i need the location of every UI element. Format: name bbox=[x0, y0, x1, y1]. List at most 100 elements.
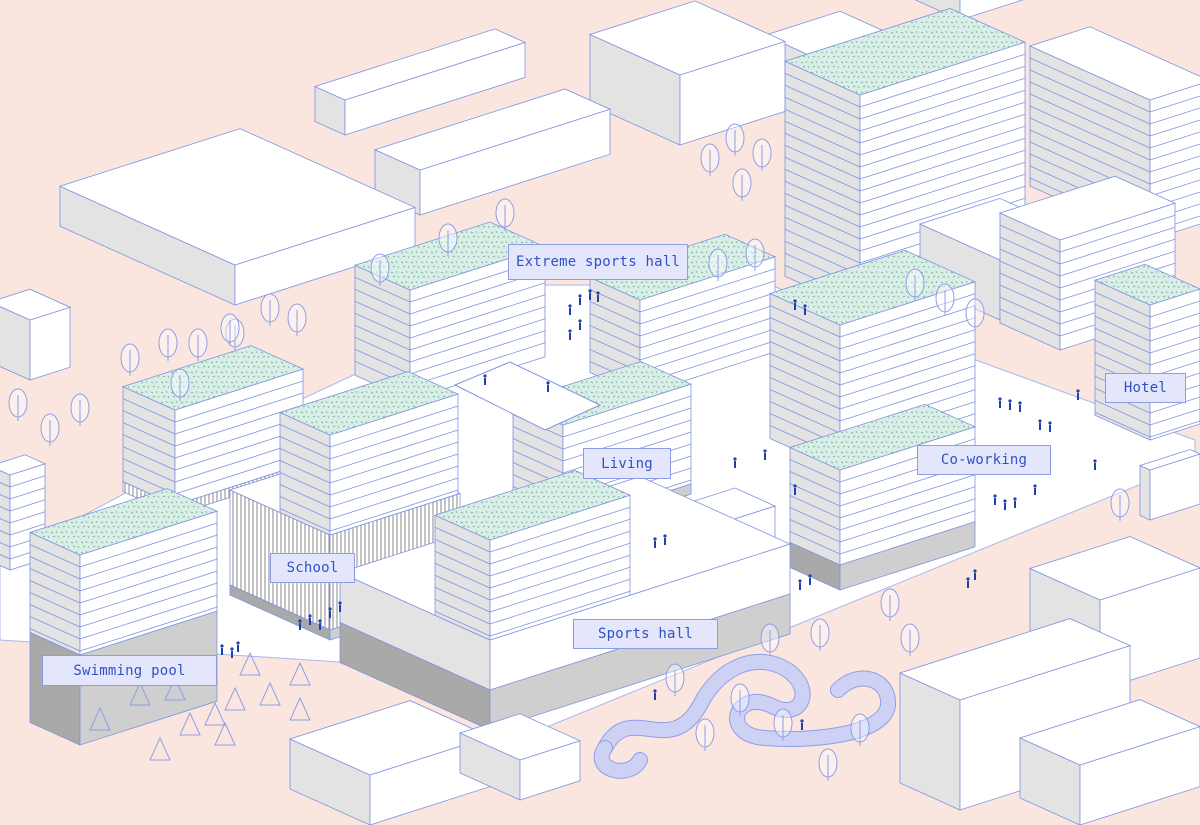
person bbox=[800, 719, 804, 730]
floor-line bbox=[639, 304, 776, 349]
floor-line bbox=[1094, 315, 1151, 342]
floor-line bbox=[29, 628, 81, 652]
floor-line bbox=[769, 377, 841, 410]
building-roof bbox=[1138, 449, 1200, 471]
winding-path bbox=[593, 653, 896, 779]
building bbox=[788, 403, 977, 591]
tree bbox=[905, 268, 925, 301]
floor-line bbox=[489, 566, 631, 613]
floor-line bbox=[279, 496, 331, 520]
floor-line bbox=[1029, 117, 1151, 173]
floor-line bbox=[1149, 155, 1200, 173]
person-head bbox=[1038, 419, 1042, 423]
tree bbox=[188, 328, 208, 361]
floor-line bbox=[279, 448, 331, 472]
person bbox=[568, 304, 572, 315]
floor-line bbox=[589, 301, 641, 325]
floor-line bbox=[1059, 226, 1176, 265]
floor-line bbox=[839, 305, 976, 350]
floor-line bbox=[1149, 119, 1200, 137]
floor-line bbox=[1059, 250, 1176, 289]
person bbox=[998, 397, 1002, 408]
floor-line bbox=[512, 426, 564, 450]
floor-line bbox=[1029, 129, 1151, 185]
floor-line bbox=[329, 429, 459, 472]
tree bbox=[810, 618, 830, 651]
floor-line bbox=[434, 586, 491, 613]
person-head bbox=[328, 607, 332, 611]
person-head bbox=[653, 689, 657, 693]
person-head bbox=[1013, 497, 1017, 501]
floor-line bbox=[789, 531, 841, 555]
floor-line bbox=[279, 508, 331, 532]
floor-line bbox=[784, 120, 861, 156]
floor-line bbox=[79, 534, 218, 580]
person bbox=[1008, 399, 1012, 410]
person bbox=[546, 381, 550, 392]
floor-line bbox=[1094, 303, 1151, 330]
floor-line bbox=[859, 89, 1026, 144]
person-head bbox=[803, 304, 807, 308]
floor-line bbox=[784, 192, 861, 228]
person-head bbox=[220, 644, 224, 648]
tree bbox=[665, 663, 685, 696]
floor-line bbox=[784, 180, 861, 216]
floor-line bbox=[859, 101, 1026, 156]
floor-line bbox=[769, 329, 841, 362]
person-head bbox=[653, 537, 657, 541]
green-roof bbox=[433, 470, 632, 541]
building-roof bbox=[0, 288, 72, 321]
conifer-tree bbox=[224, 686, 246, 711]
building bbox=[433, 470, 632, 641]
floor-line bbox=[1029, 69, 1151, 125]
floor-line bbox=[589, 325, 641, 349]
floor-line bbox=[784, 96, 861, 132]
building bbox=[1018, 699, 1200, 825]
person bbox=[236, 641, 240, 652]
floor-line bbox=[789, 507, 841, 531]
person-head bbox=[800, 719, 804, 723]
floor-line bbox=[434, 610, 491, 637]
floor-line bbox=[839, 353, 976, 398]
floor-line bbox=[789, 519, 841, 543]
floor-line bbox=[409, 294, 546, 339]
floor-line bbox=[1149, 336, 1200, 354]
person bbox=[798, 579, 802, 590]
person bbox=[328, 607, 332, 618]
floor-line bbox=[79, 558, 218, 604]
floor-line bbox=[29, 592, 81, 616]
floor-line bbox=[9, 511, 46, 524]
floor-line bbox=[769, 389, 841, 422]
building-roof bbox=[1018, 699, 1200, 766]
label-living: Living bbox=[583, 448, 671, 479]
floor-line bbox=[839, 317, 976, 362]
floor-line bbox=[839, 293, 976, 338]
label-hotel: Hotel bbox=[1105, 373, 1186, 403]
floor-line bbox=[1149, 167, 1200, 185]
person-head bbox=[966, 577, 970, 581]
floor-line bbox=[9, 523, 46, 536]
floor-line bbox=[79, 522, 218, 568]
floor-line bbox=[999, 308, 1061, 337]
conifer-tree bbox=[214, 721, 236, 746]
building bbox=[373, 88, 612, 216]
floor-line bbox=[784, 84, 861, 120]
green-roof bbox=[28, 488, 219, 556]
person-head bbox=[1003, 499, 1007, 503]
building-roof bbox=[1028, 26, 1200, 101]
building bbox=[1138, 449, 1200, 521]
floor-line bbox=[999, 248, 1061, 277]
person bbox=[483, 374, 487, 385]
floor-line bbox=[999, 296, 1061, 325]
floor-line bbox=[489, 590, 631, 637]
person-head bbox=[483, 374, 487, 378]
people bbox=[220, 289, 1097, 730]
tree bbox=[900, 623, 920, 656]
building-roof bbox=[0, 454, 47, 476]
person-head bbox=[663, 534, 667, 538]
floor-line bbox=[1029, 93, 1151, 149]
floor-line bbox=[29, 616, 81, 640]
person bbox=[803, 304, 807, 315]
person bbox=[338, 601, 342, 612]
